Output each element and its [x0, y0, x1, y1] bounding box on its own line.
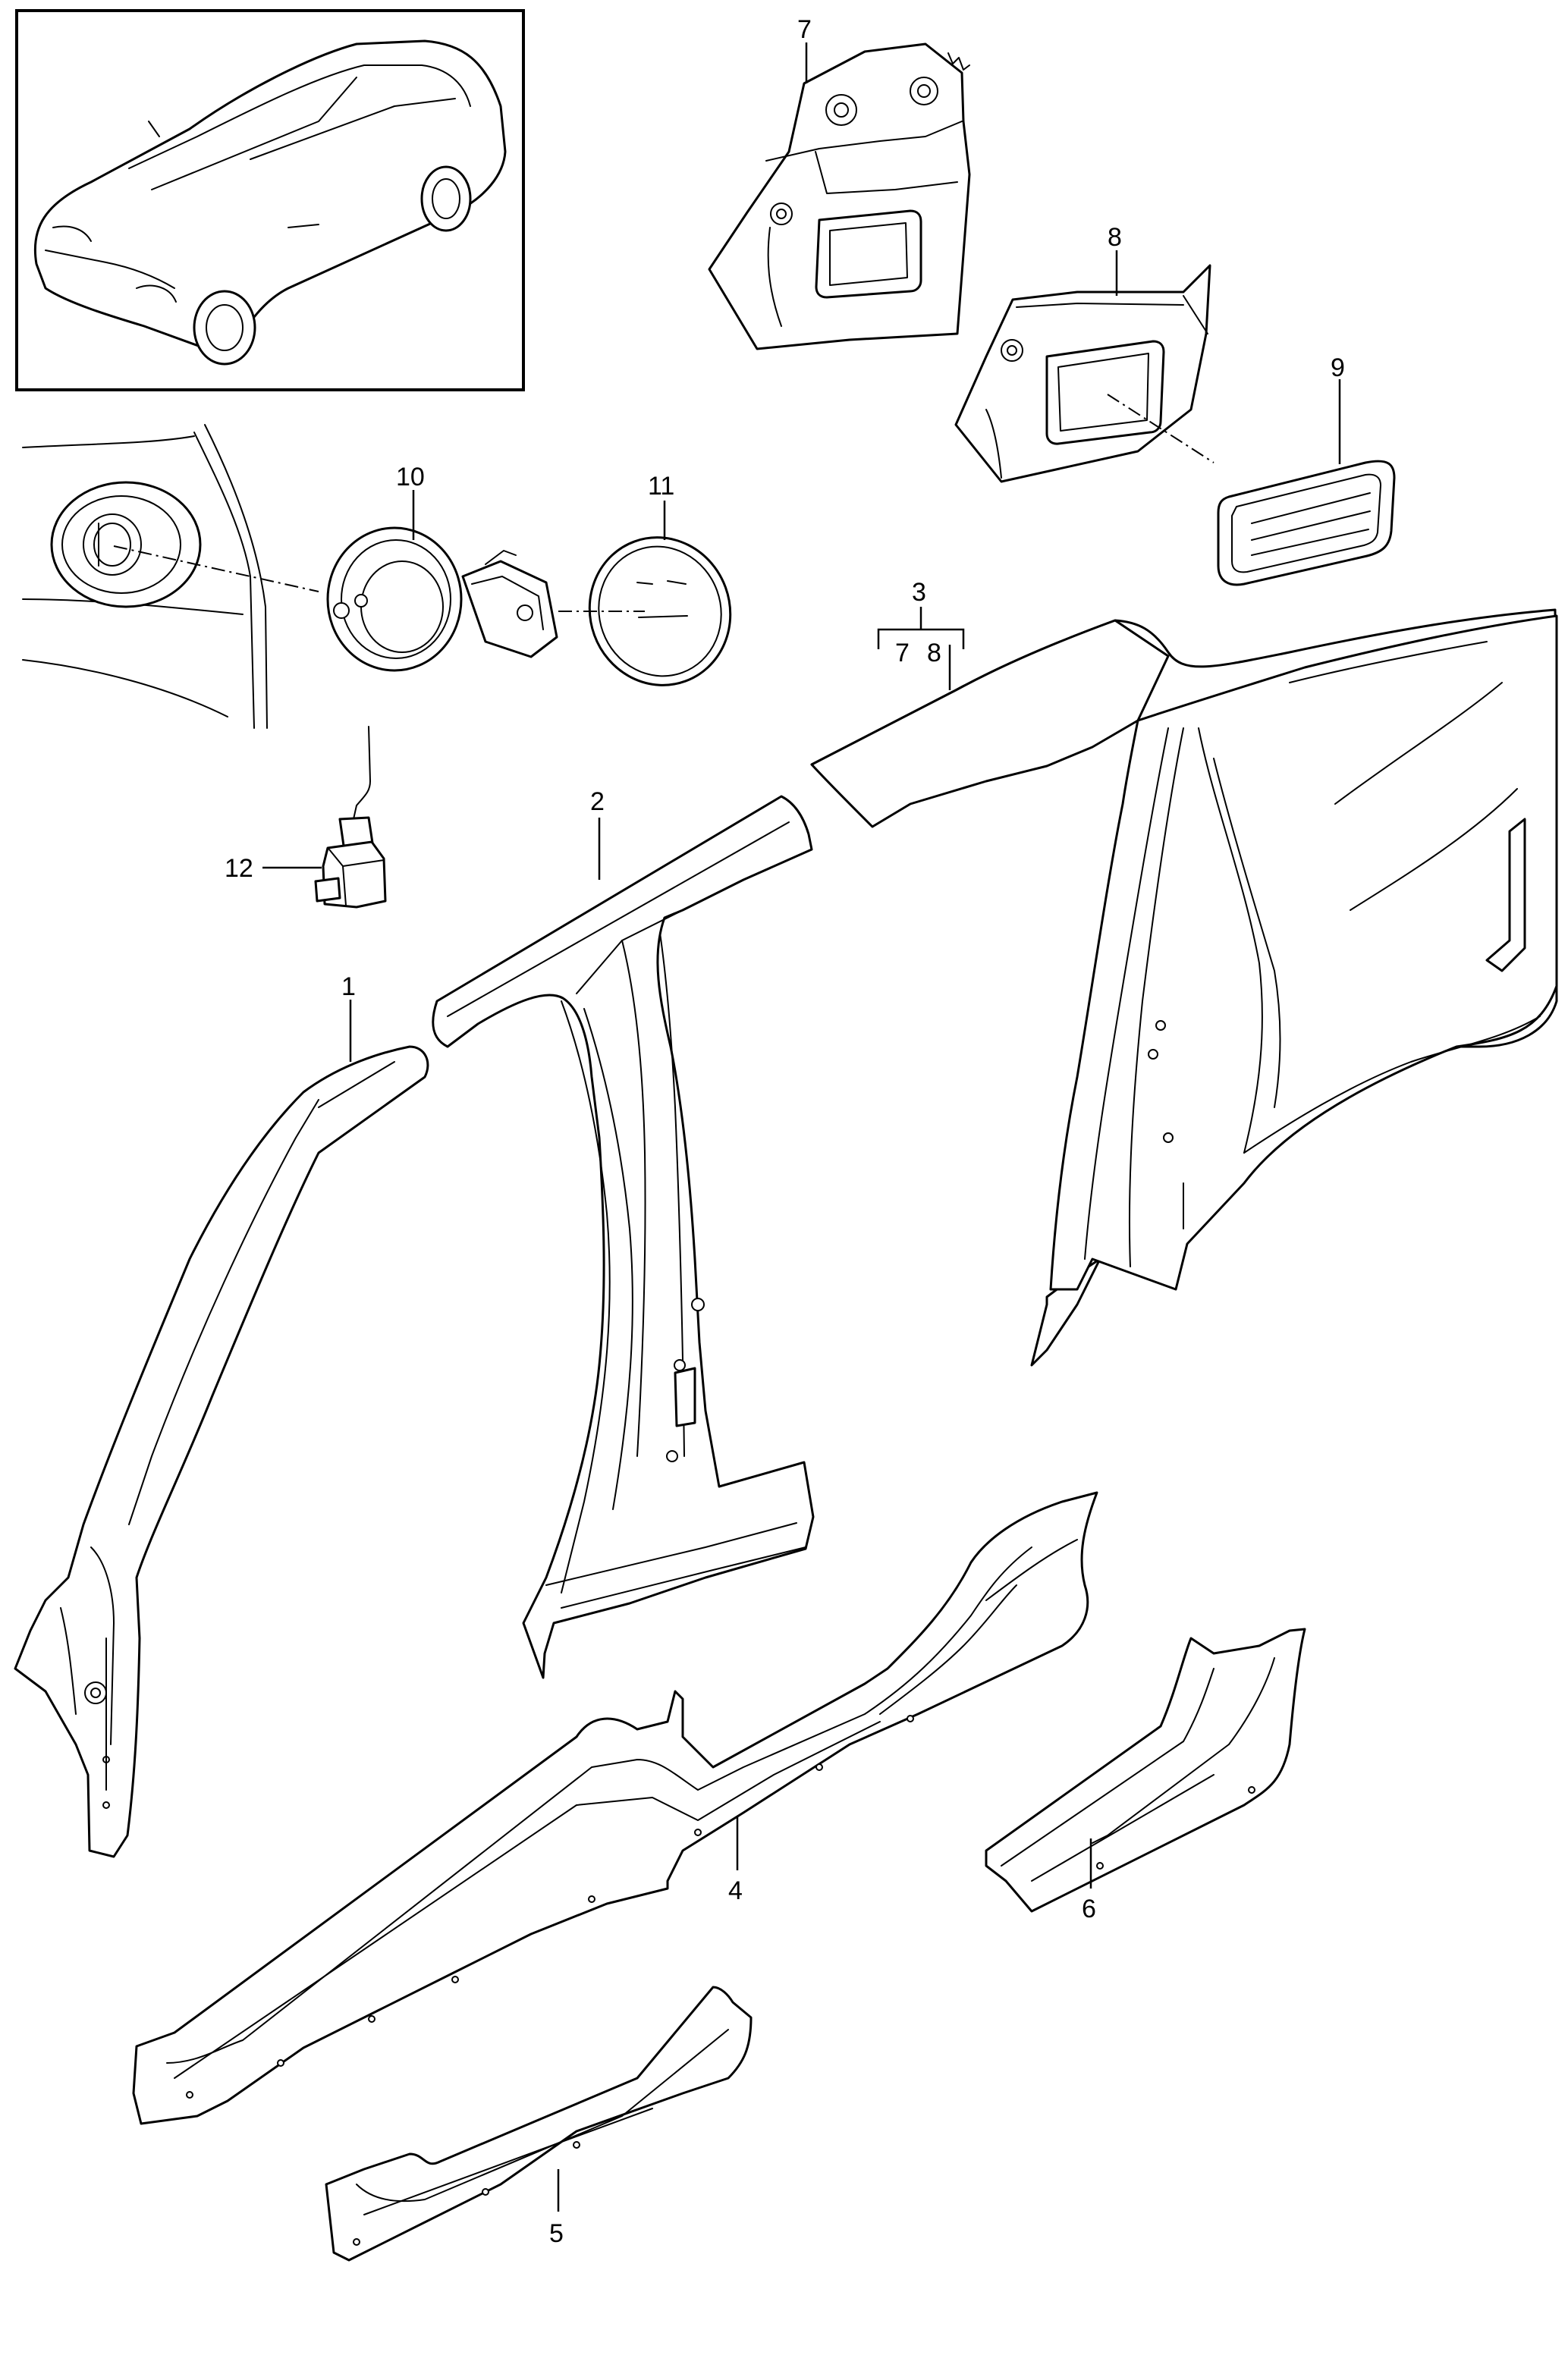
rear-side-panel-icon	[810, 608, 1558, 1367]
fuel-filler-bowl-icon	[326, 526, 558, 672]
callout-2: 2	[590, 787, 605, 816]
callout-3-sub-7: 7	[895, 639, 910, 667]
callout-9: 9	[1331, 353, 1345, 382]
callout-6: 6	[1082, 1895, 1096, 1923]
rear-inner-bracket-icon	[708, 42, 971, 350]
callout-1: 1	[341, 972, 356, 1001]
flap-actuator-icon	[314, 726, 387, 909]
callout-12: 12	[225, 854, 253, 883]
a-pillar-panel-icon	[14, 1045, 429, 1858]
car-icon	[33, 39, 507, 366]
fuel-filler-flap-icon	[588, 536, 732, 686]
callout-11: 11	[648, 472, 674, 501]
ventilation-grille-icon	[1217, 460, 1396, 586]
side-sill-panel-icon	[132, 1491, 1098, 2125]
rear-sill-section-icon	[985, 1628, 1306, 1913]
leader-lines	[262, 42, 1341, 2212]
sill-reinforcement-icon	[325, 1986, 753, 2262]
callout-8: 8	[1108, 223, 1122, 252]
callout-7: 7	[797, 15, 812, 44]
assembly-line-opening-to-bowl	[113, 545, 319, 592]
callout-5: 5	[549, 2219, 564, 2248]
fuel-filler-housing-icon	[954, 264, 1211, 483]
callout-4: 4	[728, 1876, 743, 1905]
vehicle-overview-inset	[15, 9, 525, 391]
callout-3: 3	[912, 578, 926, 607]
callout-3-sub-8: 8	[927, 639, 941, 667]
callout-10: 10	[396, 463, 425, 491]
fuel-opening-area-icon	[22, 424, 268, 729]
b-pillar-panel-icon	[432, 795, 815, 1679]
assembly-line-housing-to-grille	[1107, 394, 1214, 463]
